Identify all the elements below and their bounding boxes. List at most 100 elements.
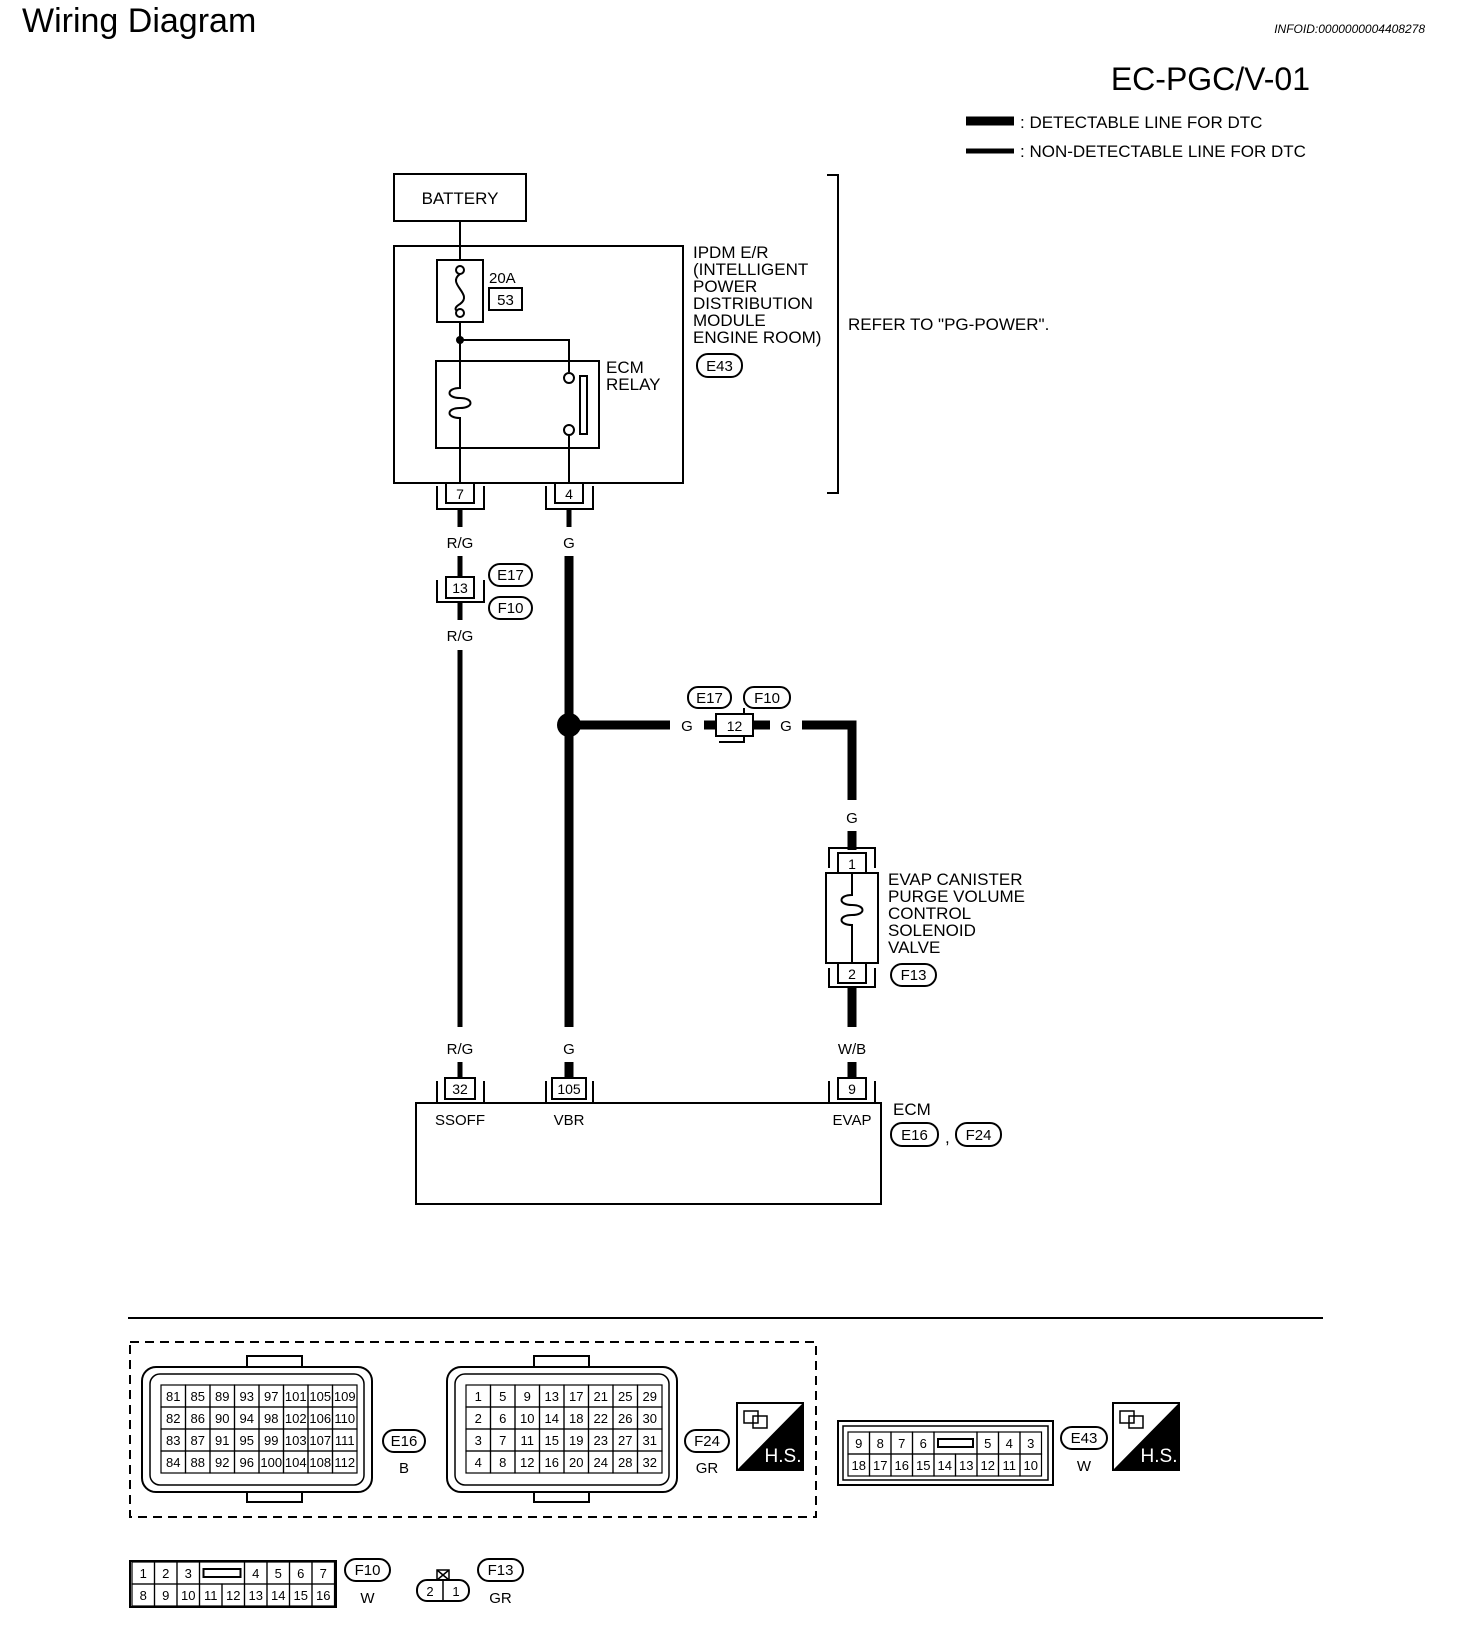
f24-30-pin: 30	[643, 1411, 657, 1426]
svg-text:SOLENOID: SOLENOID	[888, 921, 976, 940]
ecm-pin-9: 9	[848, 1081, 856, 1097]
e16-108-pin: 108	[309, 1455, 331, 1470]
joint-12-connector-f10: F10	[754, 690, 780, 707]
ipdm-label: IPDM E/R (INTELLIGENT POWER DISTRIBUTION…	[693, 243, 821, 347]
ecm-label: ECM	[893, 1100, 931, 1119]
e43-key-cell	[933, 1431, 978, 1455]
ipdm-connector-id: E43	[706, 358, 733, 375]
solenoid-connector-badge	[890, 963, 937, 987]
legend-detectable-text: : DETECTABLE LINE FOR DTC	[1020, 113, 1262, 132]
ipdm-pin-7-box	[445, 482, 475, 504]
svg-text:POWER: POWER	[693, 277, 757, 296]
ecm-pin-9-box	[837, 1077, 867, 1100]
f13-pin-1: 1	[452, 1584, 459, 1599]
battery-label: BATTERY	[422, 189, 499, 208]
fuse-terminal-bottom	[455, 308, 465, 318]
e43-4-pin: 4	[1006, 1436, 1013, 1451]
f24-17-pin: 17	[569, 1389, 583, 1404]
f10-14-pin: 14	[271, 1588, 285, 1603]
f10-4-pin: 4	[252, 1566, 259, 1581]
f10-key-cell	[198, 1561, 246, 1585]
e16-88-pin: 88	[191, 1455, 205, 1470]
f24-32-cell	[636, 1450, 663, 1474]
e16-103-pin: 103	[285, 1433, 307, 1448]
e16-92-pin: 92	[215, 1455, 229, 1470]
e16-107-pin: 107	[309, 1433, 331, 1448]
e43-12-pin: 12	[981, 1458, 995, 1473]
e43-9-pin: 9	[855, 1436, 862, 1451]
rg-wire-label-2: R/G	[447, 628, 474, 645]
f24-22-pin: 22	[594, 1411, 608, 1426]
f10-id: F10	[355, 1562, 381, 1579]
solenoid-pin-2-box	[837, 962, 867, 984]
ecm-pin-32-box	[444, 1077, 476, 1100]
f24-4-pin: 4	[475, 1455, 482, 1470]
f10-7-pin: 7	[320, 1566, 327, 1581]
e16-104-pin: 104	[285, 1455, 307, 1470]
e16-100-pin: 100	[260, 1455, 282, 1470]
fuse-terminal-top	[455, 265, 465, 275]
f10-color: W	[360, 1590, 375, 1607]
svg-text:(INTELLIGENT: (INTELLIGENT	[693, 260, 808, 279]
svg-text:H.S.: H.S.	[765, 1446, 802, 1467]
f10-16-pin: 16	[316, 1588, 330, 1603]
e43-8-pin: 8	[877, 1436, 884, 1451]
info-id: INFOID:0000000004408278	[1274, 22, 1425, 36]
f10-16-cell	[311, 1583, 336, 1607]
e16-97-pin: 97	[264, 1389, 278, 1404]
hs-icon: H.S.	[1112, 1402, 1180, 1471]
e16-101-pin: 101	[285, 1389, 307, 1404]
fuse-icon	[454, 273, 466, 313]
ecm-pin-name-vbr: VBR	[554, 1112, 585, 1129]
rg-wire-label-3: R/G	[447, 1041, 474, 1058]
ecm-pin-105-box	[551, 1077, 587, 1100]
f24-2-pin: 2	[475, 1411, 482, 1426]
joint-12-pin: 12	[727, 718, 743, 734]
svg-text:IPDM E/R: IPDM E/R	[693, 243, 769, 262]
g-branch-wire-4	[802, 720, 857, 800]
svg-text:DISTRIBUTION: DISTRIBUTION	[693, 294, 813, 313]
joint-13-box	[445, 576, 475, 599]
ipdm-pin-7: 7	[456, 486, 464, 502]
svg-text:CONTROL: CONTROL	[888, 904, 971, 923]
f10-13-pin: 13	[249, 1588, 263, 1603]
f24-13-pin: 13	[545, 1389, 559, 1404]
e43-17-pin: 17	[873, 1458, 887, 1473]
f13-pin-2: 2	[426, 1584, 433, 1599]
e43-15-pin: 15	[916, 1458, 930, 1473]
e43-10-cell	[1019, 1453, 1043, 1477]
e16-f24-group-frame	[129, 1341, 817, 1518]
ecm-pin-name-ssoff: SSOFF	[435, 1112, 485, 1129]
e16-91-pin: 91	[215, 1433, 229, 1448]
solenoid-connector-id: F13	[901, 967, 927, 984]
ipdm-connector-badge	[696, 353, 743, 378]
f24-10-pin: 10	[520, 1411, 534, 1426]
e16-94-pin: 94	[240, 1411, 254, 1426]
joint-13-pin: 13	[452, 580, 468, 596]
joint-13-connector-f10: F10	[498, 600, 524, 617]
f24-24-pin: 24	[594, 1455, 608, 1470]
f24-18-pin: 18	[569, 1411, 583, 1426]
connector-f13: 2 1	[416, 1569, 470, 1602]
f10-badge	[344, 1558, 391, 1582]
joint-13-badge-f10	[488, 596, 533, 620]
f13-id: F13	[488, 1562, 514, 1579]
g-wire-label-1: G	[563, 535, 575, 552]
ecm-pin-32: 32	[452, 1081, 468, 1097]
e16-98-pin: 98	[264, 1411, 278, 1426]
e16-90-pin: 90	[215, 1411, 229, 1426]
rg-wire-label-1: R/G	[447, 535, 474, 552]
f10-15-pin: 15	[294, 1588, 308, 1603]
relay-contact-top	[563, 372, 575, 384]
e16-badge	[382, 1429, 426, 1453]
e16-95-pin: 95	[240, 1433, 254, 1448]
f24-20-pin: 20	[569, 1455, 583, 1470]
fuse-number-box	[488, 287, 523, 311]
e43-13-pin: 13	[959, 1458, 973, 1473]
e16-81-pin: 81	[166, 1389, 180, 1404]
joint-13-connector-e17: E17	[497, 567, 524, 584]
